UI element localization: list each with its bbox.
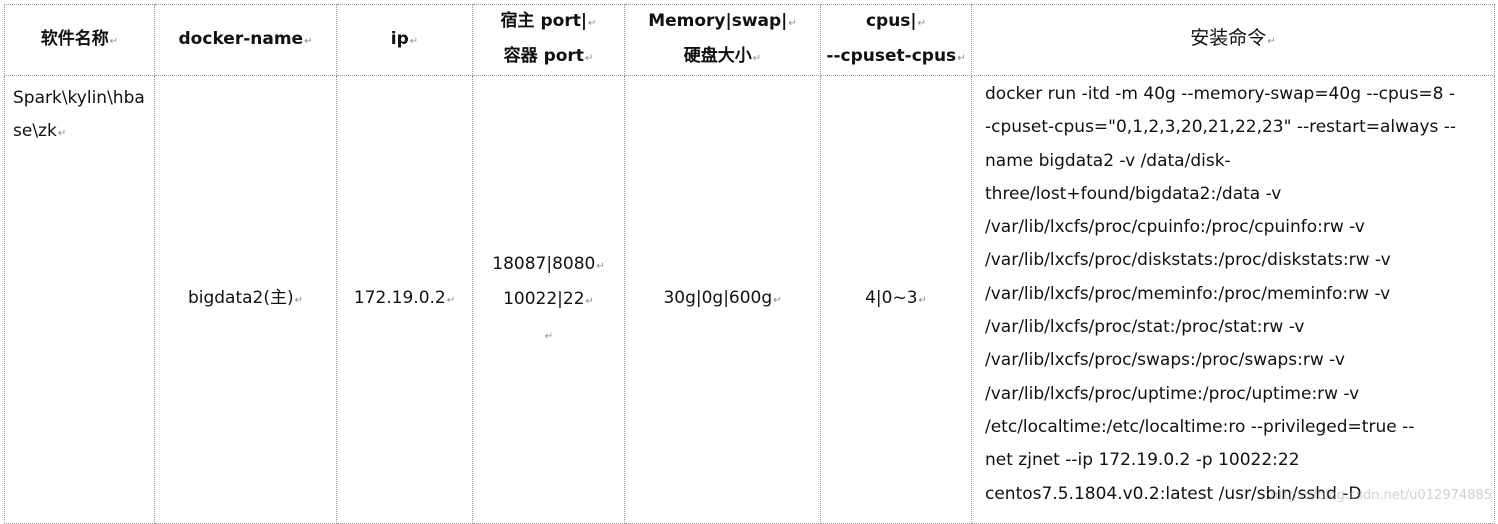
paragraph-mark: ↵ <box>304 35 313 47</box>
command-line: /var/lib/lxcfs/proc/diskstats:/proc/disk… <box>985 250 1391 271</box>
header-ip: ip↵ <box>336 4 473 76</box>
command-line: three/lost+found/bigdata2:/data -v <box>985 183 1282 204</box>
header-install-command: 安装命令↵ <box>971 4 1495 76</box>
paragraph-mark: ↵ <box>752 53 762 64</box>
command-line: centos7.5.1804.v0.2:latest /usr/sbin/ssh… <box>985 483 1362 504</box>
command-line: /etc/localtime:/etc/localtime:ro --privi… <box>985 416 1415 437</box>
paragraph-mark: ↵ <box>588 18 597 29</box>
header-memory: Memory|swap|↵ 硬盘大小↵ <box>624 4 821 76</box>
command-line: name bigdata2 -v /data/disk- <box>985 150 1231 171</box>
command-line: -cpuset-cpus="0,1,2,3,20,21,22,23" --res… <box>985 117 1457 138</box>
paragraph-mark: ↵ <box>773 294 782 306</box>
paragraph-mark: ↵ <box>109 35 119 47</box>
header-row: 软件名称↵ docker-name↵ ip↵ 宿主 port|↵ 容器 port… <box>4 4 1495 76</box>
paragraph-mark: ↵ <box>1267 36 1276 47</box>
command-line: /var/lib/lxcfs/proc/cpuinfo:/proc/cpuinf… <box>985 217 1365 238</box>
paragraph-mark: ↵ <box>596 260 605 272</box>
command-line: /var/lib/lxcfs/proc/meminfo:/proc/meminf… <box>985 283 1391 304</box>
docker-config-table: 软件名称↵ docker-name↵ ip↵ 宿主 port|↵ 容器 port… <box>4 4 1495 524</box>
paragraph-mark: ↵ <box>788 18 797 29</box>
cell-install-command: docker run -itd -m 40g --memory-swap=40g… <box>971 75 1495 524</box>
paragraph-mark: ↵ <box>585 295 594 307</box>
command-line: docker run -itd -m 40g --memory-swap=40g… <box>985 84 1456 104</box>
command-line: /var/lib/lxcfs/proc/uptime:/proc/uptime:… <box>985 383 1360 404</box>
command-line: /var/lib/lxcfs/proc/swaps:/proc/swaps:rw… <box>985 350 1345 371</box>
table-row: Spark\kylin\hbase\zk↵ bigdata2(主)↵ 172.1… <box>4 75 1495 524</box>
header-cpus: cpus|↵ --cpuset-cpus↵ <box>820 4 972 76</box>
command-line: /var/lib/lxcfs/proc/stat:/proc/stat:rw -… <box>985 317 1305 338</box>
paragraph-mark: ↵ <box>584 53 594 64</box>
cell-ip: 172.19.0.2↵ <box>336 75 473 524</box>
cell-memory: 30g|0g|600g↵ <box>624 75 821 524</box>
watermark: https://blog.csdn.net/u012974885 <box>1270 488 1492 503</box>
paragraph-mark: ↵ <box>409 35 419 47</box>
header-ports: 宿主 port|↵ 容器 port↵ <box>472 4 625 76</box>
paragraph-mark: ↵ <box>957 53 966 64</box>
cell-cpus: 4|0~3↵ <box>820 75 972 524</box>
header-software: 软件名称↵ <box>4 4 155 76</box>
paragraph-mark: ↵ <box>918 294 927 306</box>
paragraph-mark: ↵ <box>544 331 554 343</box>
cell-software: Spark\kylin\hbase\zk↵ <box>4 75 155 524</box>
command-line: net zjnet --ip 172.19.0.2 -p 10022:22 <box>985 450 1300 471</box>
cell-docker-name: bigdata2(主)↵ <box>154 75 337 524</box>
paragraph-mark: ↵ <box>917 18 927 29</box>
paragraph-mark: ↵ <box>294 294 304 306</box>
paragraph-mark: ↵ <box>57 128 67 140</box>
paragraph-mark: ↵ <box>446 294 456 306</box>
cell-ports: 18087|8080↵ 10022|22↵ ↵ <box>472 75 625 524</box>
header-docker-name: docker-name↵ <box>154 4 337 76</box>
